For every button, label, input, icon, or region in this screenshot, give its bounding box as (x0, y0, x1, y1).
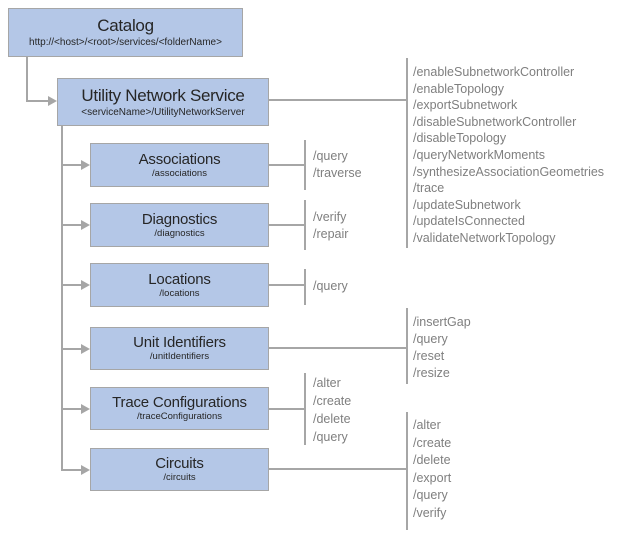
operation-label: /trace (413, 181, 445, 196)
node-title: Associations (138, 150, 221, 168)
operation-label: /validateNetworkTopology (413, 230, 556, 245)
operation-label: /verify (413, 505, 447, 520)
operation-label: /queryNetworkMoments (413, 147, 545, 162)
branch-line-associations (61, 164, 81, 166)
operation-label: /enableTopology (413, 81, 505, 96)
resource-node-locations: Locations /locations (90, 263, 269, 307)
node-path: /diagnostics (154, 227, 205, 239)
arrow-right-icon (48, 96, 57, 106)
branch-line-trace-configurations (61, 408, 81, 410)
node-path: /traceConfigurations (136, 411, 223, 422)
trace-configurations-ops-line (269, 408, 305, 410)
associations-operations-list: /query/traverse (313, 148, 362, 182)
arrow-right-icon (81, 280, 90, 290)
operation-label: /verify (313, 210, 347, 224)
service-ops-line (269, 99, 406, 101)
node-path: /circuits (163, 472, 196, 483)
locations-ops-line (269, 284, 305, 286)
unit-identifiers-operations-list: /insertGap/query/reset/resize (413, 314, 471, 382)
locations-operations-list: /query (313, 278, 348, 295)
trace-configurations-ops-bracket (304, 373, 306, 445)
operation-label: /create (313, 394, 352, 408)
associations-ops-bracket (304, 140, 306, 190)
service-operations-list: /enableSubnetworkController/enableTopolo… (413, 64, 604, 247)
operation-label: /traverse (313, 166, 362, 180)
operation-label: /query (413, 332, 448, 346)
resource-node-trace-configurations: Trace Configurations /traceConfiguration… (90, 387, 269, 430)
associations-ops-line (269, 164, 305, 166)
node-path: /unitIdentifiers (149, 351, 210, 362)
operation-label: /query (313, 279, 348, 293)
operation-label: /query (313, 430, 348, 444)
operation-label: /export (413, 470, 452, 485)
node-title: Catalog (97, 16, 154, 35)
operation-label: /insertGap (413, 315, 471, 329)
catalog-branch-line (26, 100, 48, 102)
operation-label: /exportSubnetwork (413, 98, 518, 113)
resource-node-associations: Associations /associations (90, 143, 269, 187)
operation-label: /query (313, 149, 348, 163)
branch-line-unit-identifiers (61, 348, 81, 350)
circuits-operations-list: /alter/create/delete/export/query/verify (413, 417, 451, 522)
operation-label: /disableSubnetworkController (413, 114, 577, 129)
diagnostics-operations-list: /verify/repair (313, 209, 348, 243)
operation-label: /disableTopology (413, 131, 507, 146)
resource-node-unit-identifiers: Unit Identifiers /unitIdentifiers (90, 327, 269, 370)
branch-line-circuits (61, 469, 81, 471)
node-path: /associations (152, 167, 207, 179)
circuits-ops-bracket (406, 412, 408, 530)
node-title: Trace Configurations (112, 394, 247, 411)
operation-label: /alter (313, 376, 341, 390)
operation-label: /alter (413, 418, 441, 432)
operation-label: /reset (413, 349, 445, 363)
node-title: Unit Identifiers (133, 334, 226, 351)
node-title: Circuits (155, 455, 204, 472)
node-path: <serviceName>/UtilityNetworkServer (81, 106, 245, 118)
operation-label: /enableSubnetworkController (413, 65, 575, 79)
catalog-node: Catalog http://<host>/<root>/services/<f… (8, 8, 243, 57)
operation-label: /create (413, 435, 452, 450)
circuits-ops-line (269, 468, 406, 470)
operation-label: /synthesizeAssociationGeometries (413, 164, 605, 179)
branch-line-locations (61, 284, 81, 286)
branch-line-diagnostics (61, 224, 81, 226)
service-ops-bracket (406, 58, 408, 248)
operation-label: /query (413, 488, 448, 502)
operation-label: /delete (413, 453, 451, 467)
operation-label: /updateSubnetwork (413, 197, 521, 212)
operation-label: /updateIsConnected (413, 214, 525, 229)
unit-identifiers-ops-bracket (406, 308, 408, 384)
catalog-trunk-line (26, 57, 28, 102)
arrow-right-icon (81, 220, 90, 230)
resource-node-diagnostics: Diagnostics /diagnostics (90, 203, 269, 247)
arrow-right-icon (81, 344, 90, 354)
service-node: Utility Network Service <serviceName>/Ut… (57, 78, 269, 126)
operation-label: /resize (413, 366, 450, 380)
node-path: /locations (159, 287, 200, 299)
operation-label: /repair (313, 227, 349, 241)
node-path: http://<host>/<root>/services/<folderNam… (29, 37, 222, 48)
node-title: Locations (148, 270, 211, 288)
diagnostics-ops-line (269, 224, 305, 226)
node-title: Utility Network Service (81, 85, 245, 105)
trace-configurations-operations-list: /alter/create/delete/query (313, 374, 351, 446)
service-trunk-line (61, 126, 63, 471)
arrow-right-icon (81, 160, 90, 170)
arrow-right-icon (81, 404, 90, 414)
unit-identifiers-ops-line (269, 347, 406, 349)
arrow-right-icon (81, 465, 90, 475)
diagnostics-ops-bracket (304, 200, 306, 250)
node-title: Diagnostics (141, 210, 218, 228)
locations-ops-bracket (304, 269, 306, 305)
resource-node-circuits: Circuits /circuits (90, 448, 269, 491)
operation-label: /delete (313, 412, 351, 426)
